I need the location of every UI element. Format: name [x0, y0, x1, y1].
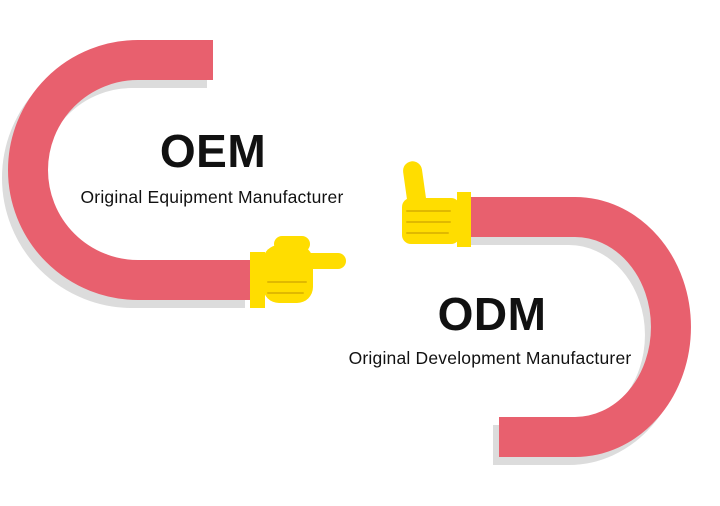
pointing-hand-thumb [274, 236, 310, 252]
pointing-hand-icon [250, 236, 346, 308]
pointing-hand-palm [263, 245, 313, 303]
pointing-hand-fold-lines [267, 281, 307, 294]
thumbs-up-cuff [457, 192, 471, 247]
oem-arm-shape [8, 40, 251, 300]
odm-title: ODM [437, 288, 547, 340]
odm-arm-shape [469, 197, 691, 457]
oem-subtitle: Original Equipment Manufacturer [80, 187, 344, 207]
pointing-hand-cuff [250, 252, 265, 308]
oem-title: OEM [159, 125, 267, 177]
odm-subtitle: Original Development Manufacturer [348, 348, 632, 368]
thumbs-up-finger-lines [406, 210, 451, 234]
pointing-hand-finger [302, 253, 346, 269]
thumbs-up-icon [402, 161, 471, 247]
